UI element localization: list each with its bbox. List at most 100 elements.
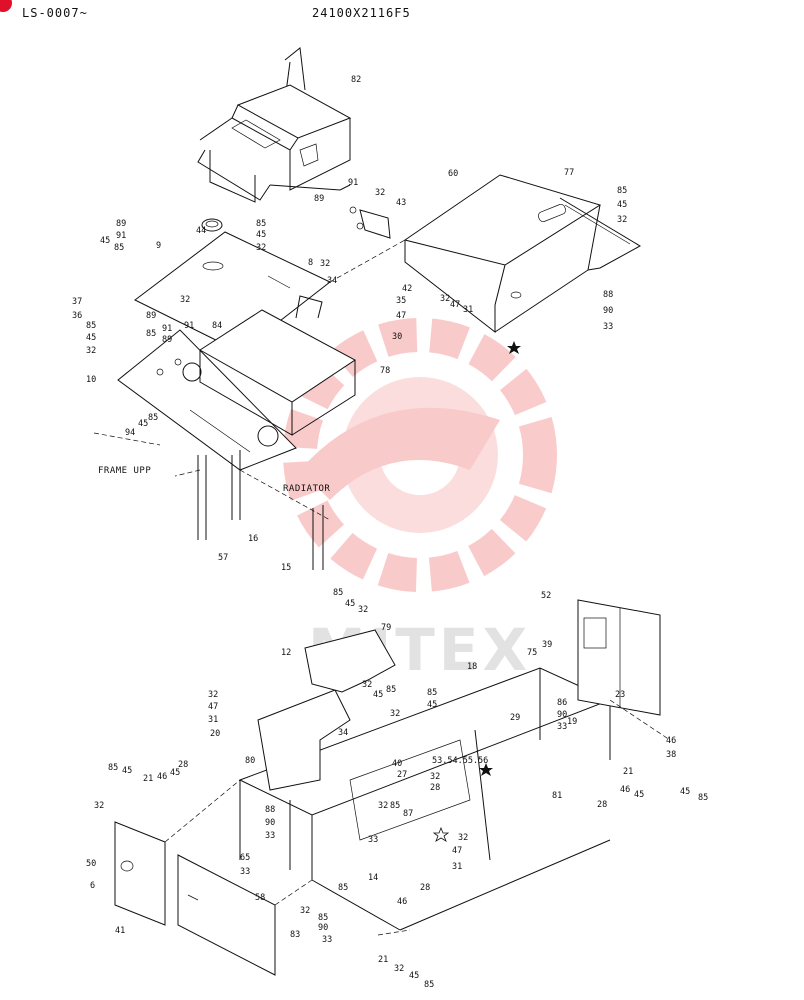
part-callout: 42 — [402, 284, 412, 294]
part-callout: 89 — [146, 311, 156, 321]
part-callout: 82 — [351, 75, 361, 85]
part-callout: 23 — [615, 690, 625, 700]
seal-part-44 — [201, 218, 223, 232]
part-callout: 90 — [318, 923, 328, 933]
part-callout: 45 — [427, 700, 437, 710]
part-callout: 47 — [452, 846, 462, 856]
part-callout: 28 — [178, 760, 188, 770]
part-callout: 21 — [623, 767, 633, 777]
radiator-bracket-part-15 — [312, 505, 324, 570]
part-callout: 10 — [86, 375, 96, 385]
part-callout: 36 — [72, 311, 82, 321]
part-callout: 60 — [448, 169, 458, 179]
panel-part-52 — [577, 599, 661, 716]
side-panel-part-6 — [114, 821, 166, 926]
part-callout: 85 — [108, 763, 118, 773]
bracket-part-79 — [304, 629, 396, 693]
part-callout: 80 — [245, 756, 255, 766]
part-callout: 32 — [208, 690, 218, 700]
part-callout: 85 — [424, 980, 434, 990]
part-callout: 91 — [116, 231, 126, 241]
part-callout: 47 — [450, 300, 460, 310]
part-callout: 85 — [333, 588, 343, 598]
part-callout: 81 — [552, 791, 562, 801]
part-callout: 45 — [256, 230, 266, 240]
part-callout: 89 — [314, 194, 324, 204]
part-callout: 85 — [386, 685, 396, 695]
part-callout: 19 — [567, 717, 577, 727]
part-callout: 91 — [184, 321, 194, 331]
part-callout: 33 — [557, 722, 567, 732]
part-callout: 45 — [634, 790, 644, 800]
part-callout: 46 — [397, 897, 407, 907]
part-callout: 45 — [122, 766, 132, 776]
part-callout: 33 — [603, 322, 613, 332]
part-callout: 91 — [348, 178, 358, 188]
part-callout: 90 — [265, 818, 275, 828]
part-callout: 50 — [86, 859, 96, 869]
part-callout: 38 — [666, 750, 676, 760]
part-callout: 45 — [680, 787, 690, 797]
part-callout: 91 — [162, 324, 172, 334]
part-callout: 32 — [86, 346, 96, 356]
cover-part-78 — [182, 309, 356, 447]
part-callout: 85 — [256, 219, 266, 229]
panel-part-80 — [257, 689, 351, 791]
part-callout: 85 — [318, 913, 328, 923]
part-callout: 33 — [265, 831, 275, 841]
part-callout: 53.54.55.56 — [432, 756, 488, 766]
part-callout: 45 — [100, 236, 110, 246]
part-callout: 85 — [390, 801, 400, 811]
part-callout: 29 — [510, 713, 520, 723]
part-callout: 86 — [557, 698, 567, 708]
star-mark-upper — [507, 341, 521, 354]
part-callout: 85 — [427, 688, 437, 698]
part-callout: 85 — [698, 793, 708, 803]
seat-part-82 — [197, 47, 352, 203]
part-callout: 85 — [146, 329, 156, 339]
part-callout: 32 — [617, 215, 627, 225]
part-callout: 12 — [281, 648, 291, 658]
part-callout: 78 — [380, 366, 390, 376]
bracket-part-43 — [349, 206, 391, 239]
part-callout: 46 — [157, 772, 167, 782]
part-callout: 15 — [281, 563, 291, 573]
part-callout: 32 — [300, 906, 310, 916]
part-callout: 32 — [94, 801, 104, 811]
part-callout: 45 — [86, 333, 96, 343]
part-callout: 34 — [327, 276, 337, 286]
part-callout: 44 — [196, 226, 206, 236]
floor-plate-part-10 — [117, 329, 297, 471]
part-callout: 46 — [666, 736, 676, 746]
part-callout: 32 — [256, 243, 266, 253]
part-callout: 31 — [452, 862, 462, 872]
part-callout: 85 — [148, 413, 158, 423]
part-callout: 32 — [390, 709, 400, 719]
handle-part-8 — [295, 295, 323, 319]
part-callout: 28 — [597, 800, 607, 810]
part-callout: 35 — [396, 296, 406, 306]
part-callout: 45 — [409, 971, 419, 981]
corner-mark — [0, 0, 12, 12]
part-callout: 33 — [240, 867, 250, 877]
part-callout: 47 — [208, 702, 218, 712]
side-panel-part-83 — [177, 854, 276, 976]
rod-part-16 — [231, 450, 241, 520]
part-callout: 89 — [116, 219, 126, 229]
part-callout: 32 — [320, 259, 330, 269]
part-callout: 83 — [290, 930, 300, 940]
part-callout: 77 — [564, 168, 574, 178]
part-callout: 28 — [430, 783, 440, 793]
part-callout: 32 — [458, 833, 468, 843]
part-callout: 32 — [358, 605, 368, 615]
part-callout: 79 — [381, 623, 391, 633]
hollow-star-mark — [432, 826, 450, 842]
part-callout: 45 — [138, 419, 148, 429]
part-callout: 32 — [180, 295, 190, 305]
part-callout: 46 — [620, 785, 630, 795]
part-callout: 85 — [114, 243, 124, 253]
part-callout: 88 — [603, 290, 613, 300]
